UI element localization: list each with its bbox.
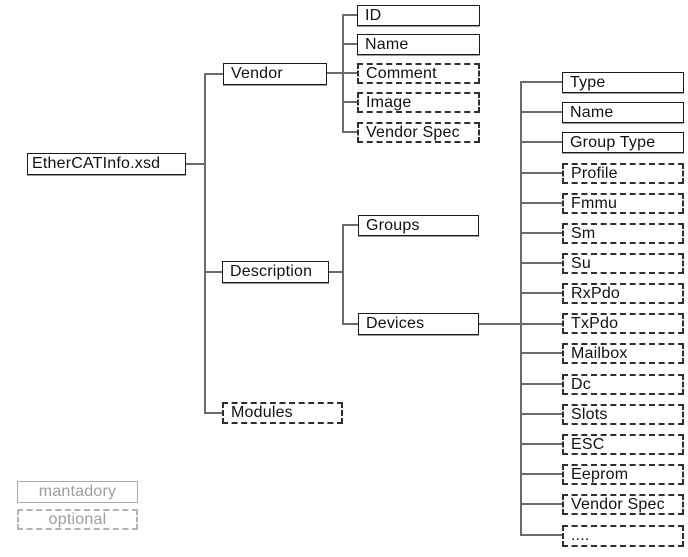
connector-main-trunk	[204, 73, 206, 414]
connector-tick-image	[342, 101, 357, 103]
connector-branch-modules	[204, 412, 222, 414]
connector-tick-mailbox	[520, 352, 562, 354]
node-su-label: Su	[571, 254, 591, 272]
connector-branch-description	[204, 271, 222, 273]
connector-tick-group-type	[520, 141, 562, 143]
node-group-type: Group Type	[562, 132, 684, 153]
node-rxpdo: RxPdo	[562, 283, 684, 304]
node-id: ID	[357, 5, 480, 26]
node-group-type-label: Group Type	[570, 133, 656, 151]
node-vendor-spec-label: Vendor Spec	[366, 123, 460, 141]
node-slots: Slots	[562, 404, 684, 425]
node-eeprom: Eeprom	[562, 464, 684, 485]
node-txpdo-label: TxPdo	[571, 314, 619, 332]
node-name-label: Name	[365, 35, 409, 53]
connector-tick-sm	[520, 232, 562, 234]
node-type-label: Type	[570, 73, 606, 91]
node-groups: Groups	[358, 215, 479, 236]
node-device-vendor-spec-label: Vendor Spec	[571, 495, 665, 513]
node-description-label: Description	[230, 263, 313, 280]
node-id-label: ID	[365, 6, 382, 24]
node-type: Type	[562, 72, 684, 93]
node-profile-label: Profile	[571, 164, 618, 182]
node-modules-label: Modules	[231, 404, 293, 421]
connector-tick-su	[520, 262, 562, 264]
connector-vendor-trunk	[342, 14, 344, 133]
connector-tick-type	[520, 81, 562, 83]
legend-optional-label: optional	[48, 510, 107, 528]
node-mailbox: Mailbox	[562, 343, 684, 364]
node-slots-label: Slots	[571, 405, 608, 423]
connector-devices-trunk	[520, 81, 522, 536]
node-description: Description	[222, 261, 329, 283]
node-root-label: EtherCATInfo.xsd	[32, 155, 161, 172]
node-profile: Profile	[562, 163, 684, 184]
connector-tick-eeprom	[520, 473, 562, 475]
connector-tick-more	[520, 534, 562, 536]
node-mailbox-label: Mailbox	[571, 344, 628, 362]
node-image: Image	[357, 92, 480, 113]
connector-tick-dc	[520, 383, 562, 385]
connector-tick-profile	[520, 172, 562, 174]
node-dc: Dc	[562, 374, 684, 395]
connector-root-stub	[186, 163, 206, 165]
node-dc-label: Dc	[571, 375, 591, 393]
connector-tick-device-name	[520, 111, 562, 113]
node-esc: ESC	[562, 434, 684, 455]
connector-tick-devices	[342, 323, 358, 325]
connector-tick-fmmu	[520, 202, 562, 204]
node-vendor-label: Vendor	[231, 65, 283, 82]
node-txpdo: TxPdo	[562, 313, 684, 334]
node-eeprom-label: Eeprom	[571, 465, 629, 483]
node-vendor-spec: Vendor Spec	[357, 122, 480, 143]
connector-tick-slots	[520, 413, 562, 415]
node-device-name: Name	[562, 102, 684, 123]
node-comment-label: Comment	[366, 64, 437, 82]
connector-tick-rxpdo	[520, 292, 562, 294]
connector-tick-vendor-spec	[342, 131, 357, 133]
node-device-name-label: Name	[570, 103, 614, 121]
node-modules: Modules	[222, 402, 343, 424]
legend-mandatory-box: mantadory	[17, 481, 138, 503]
node-su: Su	[562, 253, 684, 274]
connector-tick-id	[342, 14, 357, 16]
node-devices-label: Devices	[366, 315, 425, 332]
legend-optional-box: optional	[17, 509, 138, 530]
connector-description-link	[329, 271, 342, 273]
legend-mandatory-label: mantadory	[38, 483, 117, 500]
node-sm-label: Sm	[571, 224, 596, 242]
node-esc-label: ESC	[571, 435, 605, 453]
node-fmmu: Fmmu	[562, 193, 684, 214]
connector-tick-name	[342, 43, 357, 45]
node-rxpdo-label: RxPdo	[571, 284, 621, 302]
connector-tick-groups	[342, 224, 358, 226]
node-image-label: Image	[366, 93, 412, 111]
node-more-label: ....	[571, 527, 590, 544]
node-comment: Comment	[357, 63, 480, 84]
node-vendor: Vendor	[223, 63, 327, 85]
node-devices: Devices	[358, 313, 479, 335]
connector-branch-vendor	[204, 73, 223, 75]
node-device-vendor-spec: Vendor Spec	[562, 494, 684, 515]
node-fmmu-label: Fmmu	[571, 194, 618, 212]
connector-tick-device-vendor-spec	[520, 503, 562, 505]
node-name: Name	[357, 34, 480, 55]
node-groups-label: Groups	[366, 216, 420, 234]
connector-description-trunk	[342, 224, 344, 325]
node-sm: Sm	[562, 223, 684, 244]
connector-tick-esc	[520, 443, 562, 445]
node-more: ....	[562, 525, 684, 547]
node-root: EtherCATInfo.xsd	[27, 153, 186, 175]
